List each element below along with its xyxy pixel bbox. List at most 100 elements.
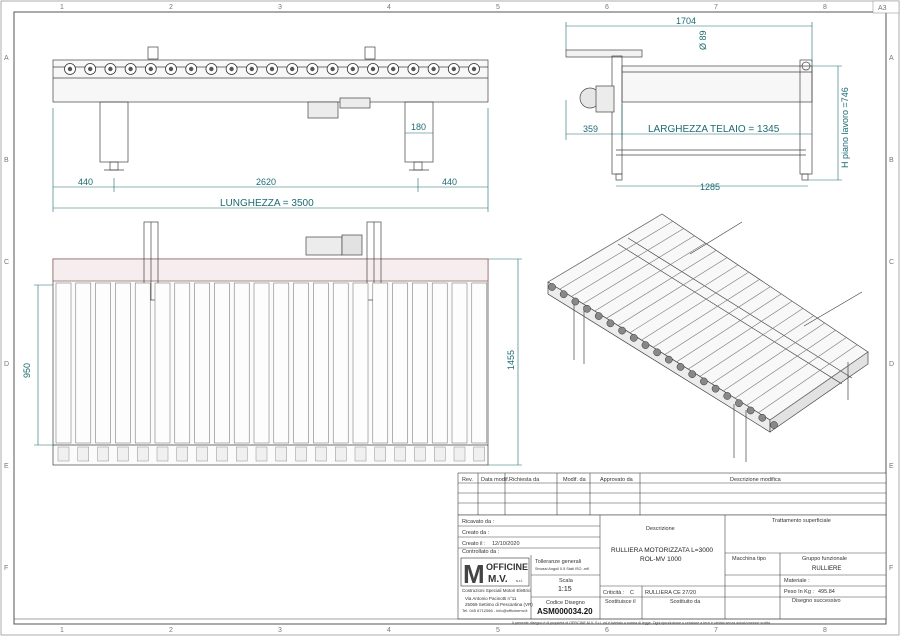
iso-roller [676,293,782,363]
dim-side-height: H piano lavoro =746 [840,87,850,168]
top-roller [95,282,111,444]
tb-creato-il-label: Creato il : [462,541,486,547]
top-roller-end [196,446,208,462]
top-roller-end [473,446,485,462]
dim-front-center: 2620 [256,177,276,187]
grid-row-label: F [889,565,893,572]
top-roller-end [216,446,228,462]
tb-codice-label: Codice Disegno [546,600,585,606]
tb-trattamento: Trattamento superficiale [772,518,831,524]
grid-col-label: 3 [278,627,282,634]
grid-col-label: 7 [714,627,718,634]
logo-line-1: OFFICINE [486,562,528,572]
tb-tolleranze: Tolleranze generali [535,559,581,565]
iso-roller [641,271,749,341]
grid-col-label: 5 [496,627,500,634]
top-roller [431,282,448,444]
grid-col-label: 8 [823,4,827,11]
top-roller [55,282,72,444]
top-roller-end [414,446,426,462]
revision-table [457,472,887,516]
top-roller-end [77,446,90,462]
top-roller [233,282,250,444]
iso-sprocket [664,355,673,364]
iso-sprocket [676,363,685,371]
iso-sprocket [618,326,626,335]
dim-front-right: 440 [442,177,457,187]
rev-header-description: Descrizione modifica [730,477,782,483]
dim-side-diam: Ø 89 [698,30,708,50]
front-roller-hub [350,66,355,72]
iso-sprocket [735,399,743,408]
grid-col-label: 1 [60,4,64,11]
top-roller [392,282,408,444]
front-roller-hub [431,66,436,72]
grid-row-label: C [889,259,894,266]
grid-col-label: 5 [496,4,500,11]
grid-col-label: 1 [60,627,64,634]
top-roller-end [434,446,446,462]
grid-row-label: C [4,259,9,266]
top-roller [273,282,290,444]
top-roller-end [255,446,268,462]
iso-sprocket [641,341,650,349]
iso-roller [699,308,804,377]
front-roller-hub [471,66,477,72]
dim-front-leg: 180 [411,122,426,132]
top-roller [75,282,92,444]
front-roller-hub [88,66,93,72]
dim-side-left: 359 [583,124,598,134]
top-roller [134,282,151,444]
grid-col-label: 8 [823,627,827,634]
top-roller [372,282,389,444]
tb-descrizione-label: Descrizione [646,526,675,532]
iso-sprocket [688,370,697,379]
front-roller-hub [310,66,315,72]
front-roller-hub [290,66,295,72]
top-roller [412,282,428,444]
front-roller-hub [229,66,234,72]
front-roller-hub [168,66,174,72]
address-line-2: 25069 Settimo di Pescantina (VR) [465,602,533,607]
iso-roller [734,329,836,399]
iso-sprocket [758,413,767,422]
front-roller-hub [67,66,73,72]
grid-col-label: 4 [387,627,391,634]
tb-sostituito: Sostituito da [670,599,701,605]
dim-front-left: 440 [78,177,93,187]
iso-roller [769,351,869,421]
grid-row-label: B [889,157,894,164]
top-roller [293,282,309,444]
iso-sprocket [723,392,732,400]
iso-roller [688,300,793,370]
top-roller [214,282,230,444]
grid-col-label: 7 [714,4,718,11]
iso-roller [746,337,847,406]
tb-gruppo-label: Gruppo funzionale [802,556,847,562]
front-roller-hub [128,66,133,72]
front-roller-hub [370,66,376,72]
top-roller [451,282,468,444]
front-roller-hub [249,66,254,72]
tb-peso-label: Peso In Kg : [784,589,814,595]
top-roller-end [453,446,466,462]
tb-criticita: C [630,590,634,596]
rev-header-rev: Rev. [462,477,473,483]
rev-header-approved: Approvato da [600,477,634,483]
top-roller-end [354,446,367,462]
tb-tolleranze-note: Smussi Angoli 0.5 Stati ISO -mK [535,567,590,571]
grid-row-label: B [4,157,9,164]
iso-roller [652,279,760,348]
iso-roller [758,344,858,413]
iso-sprocket [559,290,568,299]
front-dimensions [52,108,489,212]
iso-sprocket [548,283,556,291]
top-roller [471,282,488,444]
iso-roller [547,213,663,283]
iso-sprocket [594,312,603,320]
rev-header-modified: Modif. da [563,477,587,483]
top-roller [154,282,171,444]
tb-ricavato: Ricavato da : [462,519,495,525]
